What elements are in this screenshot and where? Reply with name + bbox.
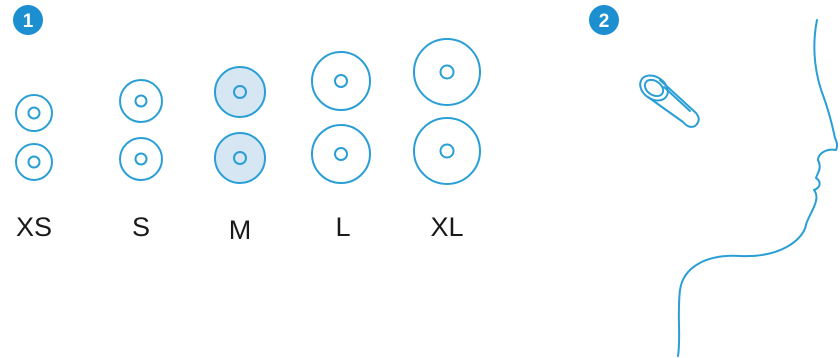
step-1-number: 1 [23,11,34,32]
step-1-badge: 1 [13,5,43,35]
face-profile-icon [678,20,837,356]
ear-tip-size-m [215,67,265,183]
ear-tip-xl-top-hole [441,66,454,79]
ear-tip-l-bottom-hole [335,148,347,160]
ear-tip-s-bottom-hole [136,154,147,165]
ear-tip-xs-bottom-hole [29,157,40,168]
ear-tip-xs-top-hole [29,108,40,119]
step-2-badge: 2 [589,5,619,35]
size-label-xl: XL [430,212,463,242]
size-labels: XS S M L XL [16,212,464,245]
size-label-xs: XS [16,212,52,242]
ear-tip-m-top-hole [234,86,246,98]
ear-tip-s-top-icon [120,80,162,122]
ear-tip-s-top-hole [136,96,147,107]
size-label-l: L [335,212,350,242]
ear-tip-l-bottom-icon [312,125,370,183]
earbud-icon [635,70,698,127]
ear-tip-m-bottom-hole [234,152,246,164]
ear-tip-xl-top-icon [414,39,480,105]
ear-tip-size-l [312,52,370,183]
ear-tip-xl-bottom-hole [441,145,454,158]
ear-tip-l-top-hole [335,75,347,87]
step-2-number: 2 [599,11,610,32]
ear-tip-xl-bottom-icon [414,118,480,184]
ear-tip-size-s [120,80,162,180]
ear-tip-size-xl [414,39,480,184]
ear-tip-xs-bottom-icon [16,144,52,180]
ear-tip-s-bottom-icon [120,138,162,180]
ear-tip-l-top-icon [312,52,370,110]
size-label-s: S [132,212,150,242]
ear-tip-xs-top-icon [16,95,52,131]
size-label-m: M [229,215,252,245]
ear-tip-sizes [16,39,480,184]
ear-tip-size-xs [16,95,52,180]
